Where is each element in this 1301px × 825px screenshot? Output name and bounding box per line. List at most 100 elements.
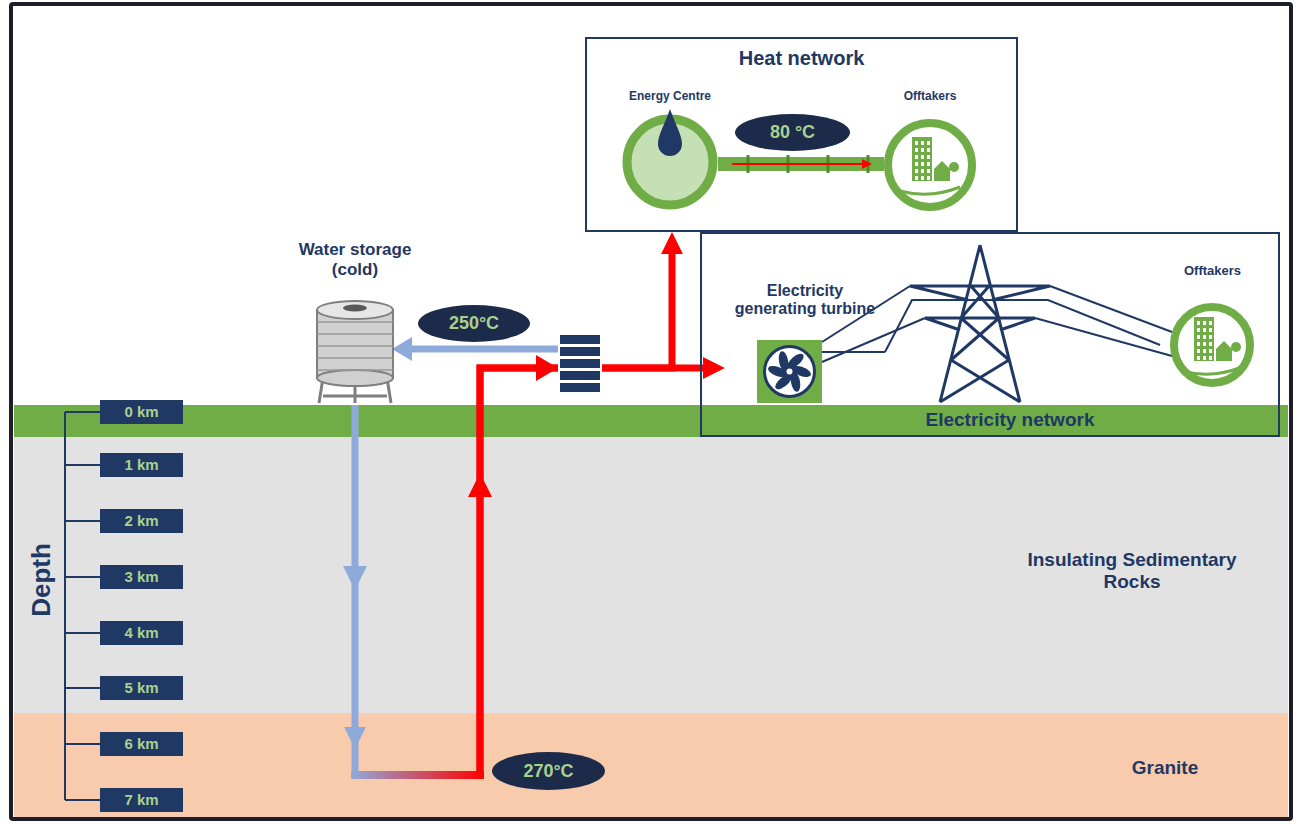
heat-exchanger xyxy=(560,335,600,344)
window xyxy=(921,148,924,152)
window xyxy=(915,176,918,180)
flow-connector xyxy=(355,405,356,739)
window xyxy=(921,155,924,159)
offtakers-icon: Offtakers xyxy=(1160,262,1265,390)
tank-body xyxy=(317,310,393,378)
window xyxy=(1203,328,1206,332)
offtaker-ring xyxy=(888,123,972,207)
tree xyxy=(949,162,959,172)
window xyxy=(921,169,924,173)
depth-label: 1 km xyxy=(124,456,158,473)
heat-exchanger xyxy=(560,347,600,356)
depth-label: 5 km xyxy=(124,679,158,696)
depth-marker: 0 km xyxy=(100,400,183,424)
window xyxy=(1209,349,1212,353)
heat-network-panel: Heat networkEnergy Centre 80 °C Offtakers xyxy=(585,37,1018,232)
building xyxy=(912,137,932,181)
node-shape xyxy=(622,88,718,210)
tank-rib xyxy=(317,321,393,323)
window xyxy=(1209,321,1212,325)
tank-bottom xyxy=(317,370,393,386)
fan-hub xyxy=(786,368,794,376)
flow-line xyxy=(732,163,868,165)
road xyxy=(1182,367,1242,374)
electricity-network-panel: Electricity networkElectricity generatin… xyxy=(700,232,1280,437)
depth-marker: 4 km xyxy=(100,621,183,645)
building xyxy=(1194,317,1214,361)
heat-pipe xyxy=(718,155,884,173)
heat-exchanger xyxy=(560,371,600,380)
tank-rib xyxy=(317,357,393,359)
pipe-body xyxy=(718,157,884,171)
flow-line xyxy=(885,300,1160,352)
depth-marker: 6 km xyxy=(100,732,183,756)
power-line xyxy=(822,286,1172,362)
depth-label: 2 km xyxy=(124,512,158,529)
node-label: Water storage (cold) xyxy=(287,240,423,279)
node-label: Electricity generating turbine xyxy=(725,282,885,319)
window xyxy=(1203,356,1206,360)
badge-oval xyxy=(418,305,530,342)
node-label: Offtakers xyxy=(884,90,976,104)
layer-label: Insulating Sedimentary Rocks xyxy=(1027,549,1237,593)
window xyxy=(1203,342,1206,346)
turbine-housing xyxy=(757,340,822,403)
window xyxy=(921,162,924,166)
temperature-label: 270°C xyxy=(523,761,573,782)
window xyxy=(927,169,930,173)
window xyxy=(915,169,918,173)
frame xyxy=(11,4,1291,819)
depth-label: 0 km xyxy=(124,403,158,420)
depth-label: 7 km xyxy=(124,791,158,808)
layer-label: Granite xyxy=(1115,757,1215,779)
heating-zone xyxy=(351,771,484,779)
window xyxy=(1209,342,1212,346)
node-label: Heat network xyxy=(739,47,865,70)
depth-label: 6 km xyxy=(124,735,158,752)
fan-disc xyxy=(765,347,815,397)
granite-ground xyxy=(14,713,1288,817)
depth-marker: 3 km xyxy=(100,565,183,589)
window xyxy=(927,162,930,166)
depth-marker: 5 km xyxy=(100,676,183,700)
temperature-label: 80 °C xyxy=(770,122,815,143)
flow-connector xyxy=(885,300,1160,352)
rock-layer: Insulating Sedimentary Rocks 1 km 2 km 3 km… xyxy=(14,437,1288,713)
heat-exchanger xyxy=(560,383,600,392)
flow-line xyxy=(480,368,715,775)
temperature-label: 250°C xyxy=(449,313,499,334)
node-shape xyxy=(884,88,976,213)
window xyxy=(1197,335,1200,339)
flow-line xyxy=(352,405,359,739)
depth-bracket xyxy=(65,412,100,800)
depth-marker: 1 km xyxy=(100,453,183,477)
window xyxy=(921,176,924,180)
heat-exchanger xyxy=(558,333,602,394)
window xyxy=(1197,321,1200,325)
ground-surface xyxy=(14,405,1288,437)
window xyxy=(915,141,918,145)
window xyxy=(1209,335,1212,339)
energy-centre: Energy Centre xyxy=(622,88,718,210)
badge-oval xyxy=(492,752,605,790)
tree xyxy=(1231,342,1241,352)
house xyxy=(934,161,950,181)
window xyxy=(927,155,930,159)
pylon xyxy=(910,245,1050,402)
road xyxy=(900,187,960,194)
window xyxy=(1197,342,1200,346)
tank-hatch xyxy=(343,305,367,312)
return-pipe xyxy=(408,346,560,353)
window xyxy=(915,162,918,166)
window xyxy=(1203,321,1206,325)
turbine-fan xyxy=(765,347,815,397)
depth-label: 3 km xyxy=(124,568,158,585)
rock-layer: Granite 6 km 7 km 270°C xyxy=(14,713,1288,817)
axis-label-box: Depth xyxy=(27,543,57,617)
window xyxy=(921,141,924,145)
window xyxy=(915,155,918,159)
window xyxy=(1203,335,1206,339)
window xyxy=(915,148,918,152)
tank-rib xyxy=(317,369,393,371)
heat-exchanger xyxy=(560,359,600,368)
